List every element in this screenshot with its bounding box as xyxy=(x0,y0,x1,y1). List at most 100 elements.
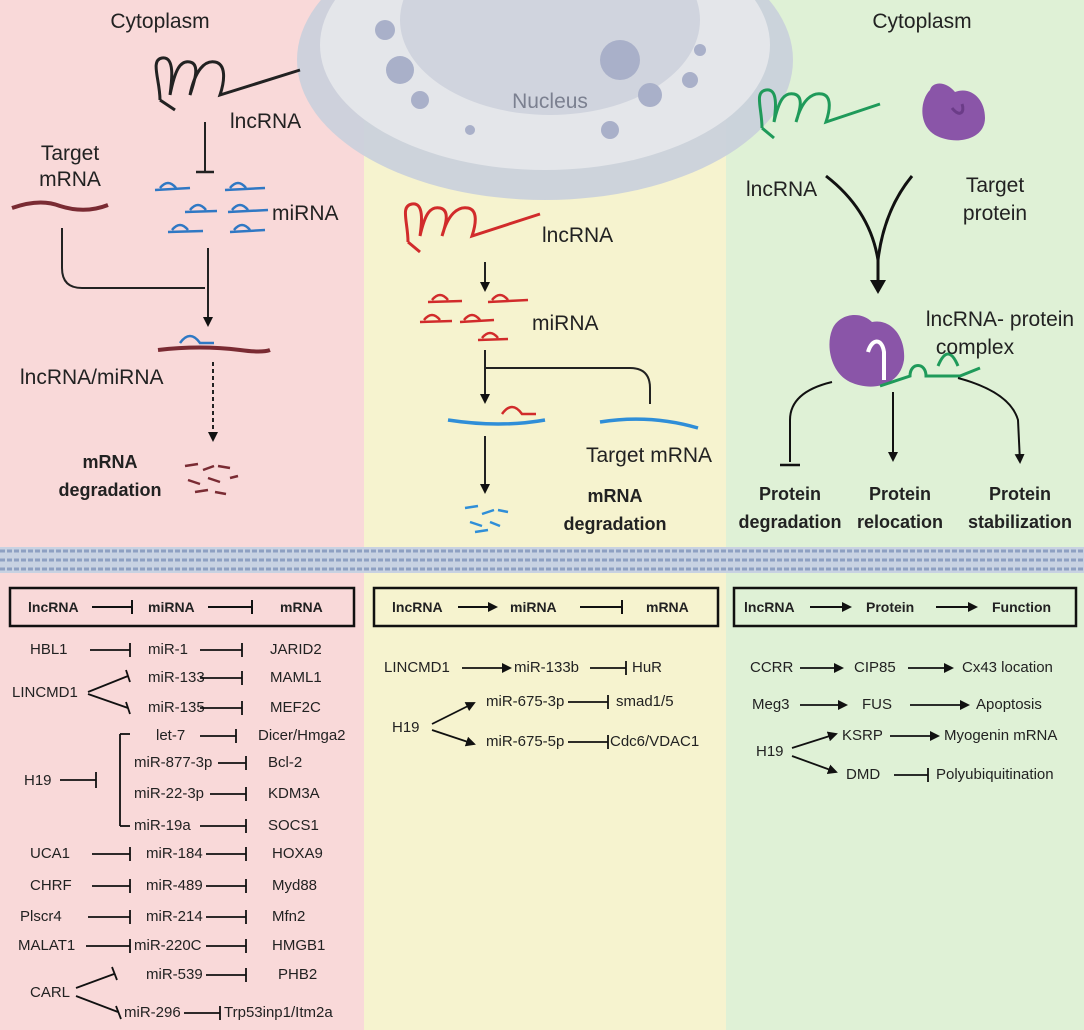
legend-right-a: lncRNA xyxy=(744,599,795,615)
table-row: Bcl-2 xyxy=(268,754,302,771)
table-row: miR-19a xyxy=(134,817,191,834)
table-row: HMGB1 xyxy=(272,937,325,954)
table-right: CCRR CIP85 Cx43 location Meg3 FUS Apopto… xyxy=(750,659,1057,783)
left-target-label-1: Target xyxy=(41,142,100,165)
table-row: CARL xyxy=(30,984,70,1001)
table-row: HuR xyxy=(632,659,662,676)
membrane-divider xyxy=(0,547,1084,573)
table-row: Apoptosis xyxy=(976,696,1042,713)
legend-middle-a: lncRNA xyxy=(392,599,443,615)
right-outcome-2b: relocation xyxy=(857,512,943,532)
table-row: SOCS1 xyxy=(268,817,319,834)
table-row: H19 xyxy=(24,772,52,789)
right-outcome-3b: stabilization xyxy=(968,512,1072,532)
right-outcome-2a: Protein xyxy=(869,484,931,504)
legend-left-b: miRNA xyxy=(148,599,195,615)
table-row: CCRR xyxy=(750,659,793,676)
left-mirna-icon xyxy=(154,181,269,234)
middle-result-2: degradation xyxy=(563,514,666,534)
table-row: miR-133 xyxy=(148,669,205,686)
legend-left-a: lncRNA xyxy=(28,599,79,615)
table-row: Mfn2 xyxy=(272,908,305,925)
left-result-2: degradation xyxy=(58,480,161,500)
middle-mirna-icon xyxy=(419,293,529,342)
left-lncrna-icon xyxy=(154,56,301,112)
table-row: Cx43 location xyxy=(962,659,1053,676)
table-row: PHB2 xyxy=(278,966,317,983)
table-row: miR-220C xyxy=(134,937,202,954)
table-row: HOXA9 xyxy=(272,845,323,862)
right-merge-arrow-right xyxy=(876,175,914,261)
middle-degradation-icon xyxy=(464,504,509,534)
table-row: HBL1 xyxy=(30,641,68,658)
legend-right-c: Function xyxy=(992,599,1051,615)
table-row: Dicer/Hmga2 xyxy=(258,727,346,744)
table-row: H19 xyxy=(756,743,784,760)
middle-lncrna-icon xyxy=(403,202,541,254)
target-protein-icon xyxy=(922,83,985,141)
legend-left: lncRNA miRNA mRNA xyxy=(8,586,356,628)
middle-mirna-label: miRNA xyxy=(532,312,599,335)
table-row: MALAT1 xyxy=(18,937,75,954)
table-row: MAML1 xyxy=(270,669,322,686)
table-row: Trp53inp1/Itm2a xyxy=(224,1004,333,1021)
table-row: KDM3A xyxy=(268,785,320,802)
nucleus xyxy=(297,0,793,200)
table-row: KSRP xyxy=(842,727,883,744)
table-row: miR-675-5p xyxy=(486,733,564,750)
table-row: H19 xyxy=(392,719,420,736)
right-lncrna-label: lncRNA xyxy=(746,178,817,201)
table-row: DMD xyxy=(846,766,880,783)
middle-complex-icon xyxy=(447,405,546,426)
table-row: LINCMD1 xyxy=(12,684,78,701)
table-row: JARID2 xyxy=(270,641,322,658)
legend-middle-b: miRNA xyxy=(510,599,557,615)
middle-lncrna-label: lncRNA xyxy=(542,224,613,247)
left-complex-icon xyxy=(157,334,271,354)
table-row: miR-133b xyxy=(514,659,579,676)
table-row: UCA1 xyxy=(30,845,70,862)
legend-right: lncRNA Protein Function xyxy=(732,586,1078,628)
table-row: miR-675-3p xyxy=(486,693,564,710)
table-row: miR-184 xyxy=(146,845,203,862)
left-result-1: mRNA xyxy=(82,452,137,472)
table-left: HBL1 miR-1 JARID2 miR-133 MAML1 LINCMD1 … xyxy=(12,641,346,1021)
table-row: MEF2C xyxy=(270,699,321,716)
table-row: LINCMD1 xyxy=(384,659,450,676)
left-panel-title: Cytoplasm xyxy=(110,10,209,33)
table-row: Meg3 xyxy=(752,696,790,713)
table-row: miR-22-3p xyxy=(134,785,204,802)
legend-middle: lncRNA miRNA mRNA xyxy=(372,586,720,628)
left-target-label-2: mRNA xyxy=(39,168,101,191)
table-row: Polyubiquitination xyxy=(936,766,1054,783)
right-complex-label-1: lncRNA- protein xyxy=(926,308,1074,331)
table-row: miR-539 xyxy=(146,966,203,983)
table-row: miR-489 xyxy=(146,877,203,894)
table-row: miR-135 xyxy=(148,699,205,716)
table-row: CIP85 xyxy=(854,659,896,676)
table-row: CHRF xyxy=(30,877,72,894)
legend-right-b: Protein xyxy=(866,599,914,615)
legend-left-c: mRNA xyxy=(280,599,323,615)
left-lncrna-label: lncRNA xyxy=(230,110,301,133)
table-row: miR-214 xyxy=(146,908,203,925)
table-row: Plscr4 xyxy=(20,908,62,925)
table-row: Myd88 xyxy=(272,877,317,894)
table-row: miR-1 xyxy=(148,641,188,658)
right-outcome-1b: degradation xyxy=(738,512,841,532)
right-lncrna-icon xyxy=(757,88,881,140)
left-target-mrna-icon xyxy=(11,200,109,212)
right-outcome-3a: Protein xyxy=(989,484,1051,504)
right-target-label-2: protein xyxy=(963,202,1027,225)
left-complex-label: lncRNA/miRNA xyxy=(20,366,164,389)
right-target-label-1: Target xyxy=(966,174,1025,197)
right-panel-title: Cytoplasm xyxy=(872,10,971,33)
table-row: let-7 xyxy=(156,727,185,744)
table-row: FUS xyxy=(862,696,892,713)
middle-target-label: Target mRNA xyxy=(586,444,712,467)
left-degradation-icon xyxy=(184,462,239,496)
table-middle: LINCMD1 miR-133b HuR H19 miR-675-3p smad… xyxy=(384,659,699,750)
lncrna-protein-complex-icon xyxy=(829,315,981,388)
table-row: Cdc6/VDAC1 xyxy=(610,733,699,750)
